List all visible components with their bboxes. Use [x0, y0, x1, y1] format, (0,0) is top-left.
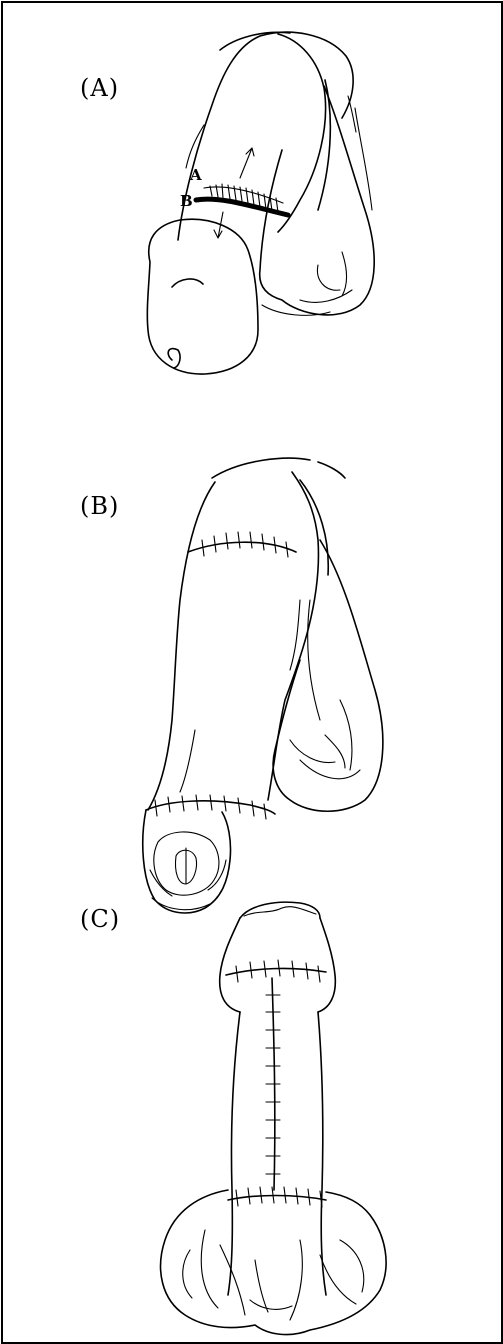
panel-b-top-arc-right — [318, 462, 345, 478]
panel-b-top-arc — [212, 458, 310, 478]
panel-a-scrotum-detail-1 — [317, 265, 340, 290]
panel-a-shaft-left-hatch — [186, 125, 204, 168]
panel-b-scrotum-folds — [290, 600, 360, 779]
panel-b-shaft-shading — [180, 600, 300, 792]
marker-label-b: B — [180, 192, 193, 210]
panel-c-shaft-right — [318, 1012, 326, 1295]
panel-b-proximal-stitches — [202, 532, 288, 557]
panel-b-distal-stitches — [155, 795, 266, 819]
panel-a-glans — [147, 219, 258, 374]
panel-b-glans-outline — [143, 810, 231, 913]
panel-c-scrotum-base-folds — [250, 1260, 292, 1312]
panel-a-scrotum-detail-2 — [262, 252, 352, 315]
panel-b-shaft-left — [148, 482, 215, 810]
marker-label-a: A — [189, 166, 202, 184]
panel-b-shaft-inner — [300, 480, 328, 575]
panel-b-drawing — [143, 458, 383, 913]
panel-c-glans-top — [240, 902, 320, 918]
panel-c-glans — [220, 918, 336, 1012]
panel-c-coronal-suture-line — [226, 968, 326, 975]
panel-c-scrotum — [161, 1190, 387, 1335]
panel-a-drawing: A B — [147, 32, 374, 374]
panel-b-scrotum — [273, 540, 383, 811]
panel-a-arrow-up — [240, 148, 254, 178]
panel-a-glans-crease — [172, 279, 203, 287]
panel-b-proximal-suture-line — [188, 542, 296, 552]
panel-c-scrotum-right-folds — [290, 1240, 364, 1320]
panel-c-base-suture-line — [228, 1196, 326, 1201]
panel-a-meatus — [168, 349, 180, 368]
panel-c-drawing — [161, 902, 387, 1334]
panel-a-shaft-upper-edge — [278, 34, 326, 232]
panel-b-meatus — [175, 848, 196, 884]
panel-c-scrotum-left-folds — [183, 1230, 245, 1315]
panel-c-base-stitches — [236, 1187, 322, 1207]
panel-c-shaft-left — [228, 1012, 240, 1295]
